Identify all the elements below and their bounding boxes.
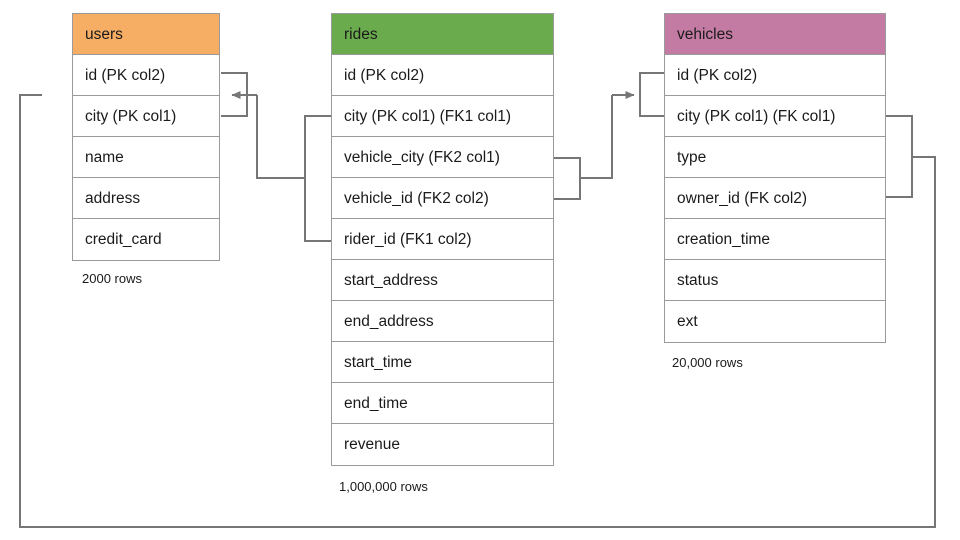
table-rides-column-vehicle-city[interactable]: vehicle_city (FK2 col1) (332, 137, 553, 178)
table-vehicles-column-ext[interactable]: ext (665, 301, 885, 342)
connector-rides-to-users (221, 72, 331, 242)
table-users-row-count: 2000 rows (82, 271, 142, 286)
table-users-column-city[interactable]: city (PK col1) (73, 96, 219, 137)
table-vehicles-column-owner-id[interactable]: owner_id (FK col2) (665, 178, 885, 219)
table-rides-row-count: 1,000,000 rows (339, 479, 428, 494)
table-users-column-id[interactable]: id (PK col2) (73, 55, 219, 96)
table-users-column-address[interactable]: address (73, 178, 219, 219)
table-rides-column-revenue[interactable]: revenue (332, 424, 553, 465)
table-rides-column-vehicle-id[interactable]: vehicle_id (FK2 col2) (332, 178, 553, 219)
table-rides-column-id[interactable]: id (PK col2) (332, 55, 553, 96)
table-rides[interactable]: rides id (PK col2) city (PK col1) (FK1 c… (331, 13, 554, 466)
table-rides-column-city[interactable]: city (PK col1) (FK1 col1) (332, 96, 553, 137)
table-users-column-name[interactable]: name (73, 137, 219, 178)
table-users-column-credit-card[interactable]: credit_card (73, 219, 219, 260)
table-rides-column-end-time[interactable]: end_time (332, 383, 553, 424)
table-users-header: users (73, 14, 219, 55)
table-users[interactable]: users id (PK col2) city (PK col1) name a… (72, 13, 220, 261)
table-vehicles-header: vehicles (665, 14, 885, 55)
table-rides-header: rides (332, 14, 553, 55)
table-vehicles-column-id[interactable]: id (PK col2) (665, 55, 885, 96)
table-vehicles-row-count: 20,000 rows (672, 355, 743, 370)
table-rides-column-rider-id[interactable]: rider_id (FK1 col2) (332, 219, 553, 260)
table-rides-column-end-address[interactable]: end_address (332, 301, 553, 342)
table-vehicles-column-status[interactable]: status (665, 260, 885, 301)
table-rides-column-start-address[interactable]: start_address (332, 260, 553, 301)
connector-rides-to-vehicles (554, 72, 664, 200)
table-rides-column-start-time[interactable]: start_time (332, 342, 553, 383)
table-vehicles[interactable]: vehicles id (PK col2) city (PK col1) (FK… (664, 13, 886, 343)
table-vehicles-column-city[interactable]: city (PK col1) (FK col1) (665, 96, 885, 137)
table-vehicles-column-creation-time[interactable]: creation_time (665, 219, 885, 260)
table-vehicles-column-type[interactable]: type (665, 137, 885, 178)
